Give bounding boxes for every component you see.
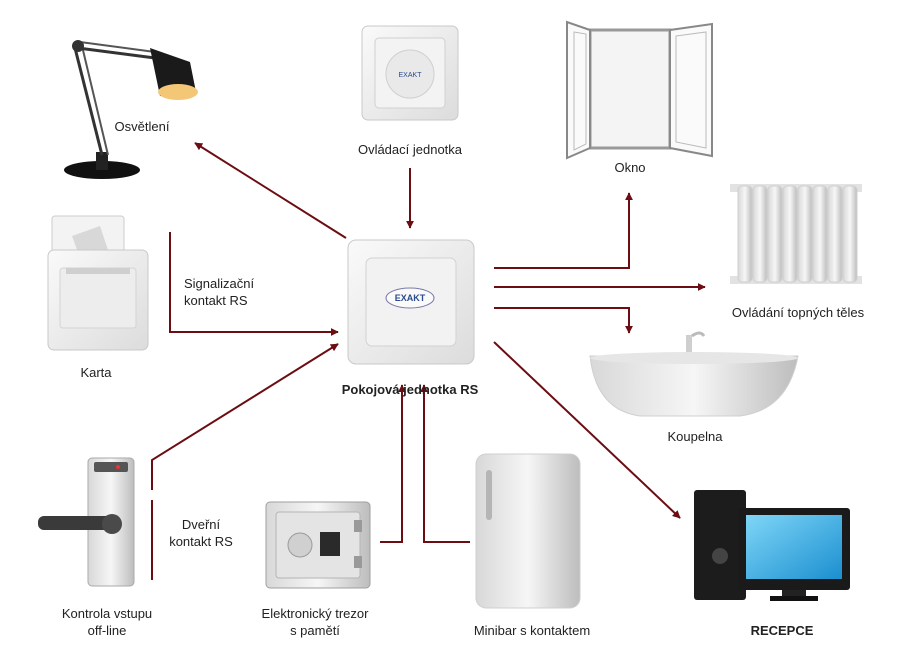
minibar-image bbox=[475, 453, 581, 609]
room-unit-label: Pokojová jednotka RS bbox=[341, 382, 479, 397]
door-lock-image bbox=[38, 457, 135, 587]
control-unit-image: EXAKT bbox=[361, 25, 459, 121]
card-holder-image bbox=[47, 215, 149, 351]
door-contact-line-1: Dveřní bbox=[181, 517, 221, 532]
signal-contact-line-1: Signalizační bbox=[184, 276, 255, 291]
safe-label-line-1: Elektronický trezor bbox=[261, 606, 369, 621]
control-unit-label: Ovládací jednotka bbox=[357, 142, 463, 157]
arrow-to-lamp bbox=[194, 142, 347, 239]
desk-lamp-image bbox=[64, 40, 198, 179]
safe-image bbox=[265, 501, 371, 589]
signal-contact-label: Signalizační kontakt RS bbox=[184, 275, 254, 309]
window-label: Okno bbox=[614, 160, 646, 175]
logo-mark: EXAKT bbox=[395, 293, 426, 303]
logo-mark: EXAKT bbox=[399, 72, 423, 79]
access-label-line-2: off-line bbox=[87, 623, 127, 638]
minibar-label: Minibar s kontaktem bbox=[473, 623, 591, 638]
access-label-line-1: Kontrola vstupu bbox=[61, 606, 153, 621]
lamp-label: Osvětlení bbox=[114, 119, 170, 134]
access-label: Kontrola vstupu off-line bbox=[32, 605, 182, 639]
radiator-image bbox=[730, 184, 862, 284]
signal-contact-line-2: kontakt RS bbox=[184, 293, 248, 308]
computer-image bbox=[694, 490, 850, 601]
room-unit-image: EXAKT bbox=[347, 239, 475, 365]
door-contact-line-2: kontakt RS bbox=[169, 534, 233, 549]
arrow-from-access bbox=[151, 343, 339, 490]
window-image bbox=[566, 20, 713, 160]
door-contact-label: Dveřní kontakt RS bbox=[158, 516, 244, 550]
heating-label: Ovládání topných těles bbox=[731, 305, 865, 320]
bathroom-label: Koupelna bbox=[667, 429, 723, 444]
arrow-to-bathroom bbox=[494, 307, 633, 334]
bathtub-image bbox=[589, 331, 799, 417]
reception-label: RECEPCE bbox=[750, 623, 814, 638]
card-label: Karta bbox=[80, 365, 112, 380]
arrow-to-window bbox=[494, 192, 633, 269]
arrow-from-card bbox=[169, 232, 339, 336]
safe-label-line-2: s pamětí bbox=[290, 623, 340, 638]
arrow-to-reception bbox=[493, 341, 681, 519]
safe-label: Elektronický trezor s pamětí bbox=[240, 605, 390, 639]
arrow-from-safe bbox=[380, 384, 406, 543]
arrow-from-minibar bbox=[420, 384, 470, 543]
